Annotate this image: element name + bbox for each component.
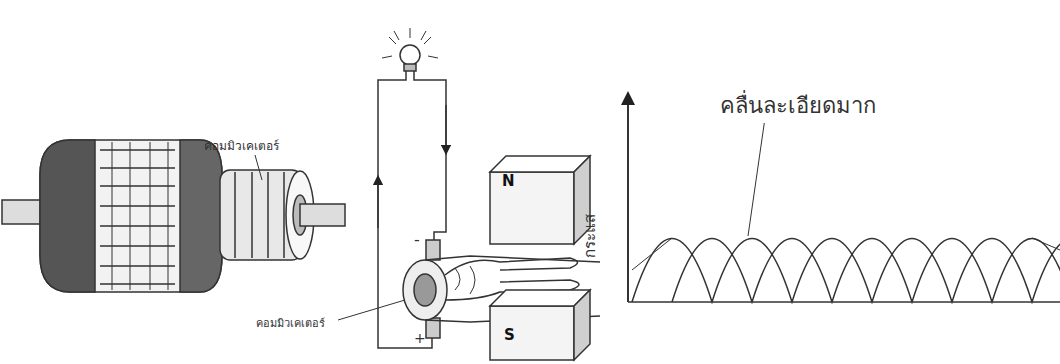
armature-drawing-part (100, 150, 175, 284)
part-label: คอมมิวเคเตอร์ (204, 136, 279, 155)
current-graph-part (632, 238, 1060, 270)
bulb-circuit-part (445, 105, 447, 150)
armature-drawing-part (235, 172, 284, 258)
bulb-circuit-part (414, 71, 446, 240)
axis-label: กระแส (578, 214, 602, 258)
armature-drawing-part (180, 140, 222, 292)
armature-drawing-part (255, 155, 262, 180)
armature-drawing-part (112, 142, 168, 290)
bulb-circuit-part (404, 64, 416, 71)
bulb-circuit-part (403, 260, 447, 320)
bulb-circuit-part (382, 28, 438, 58)
bulb-circuit-part (455, 266, 475, 294)
current-graph-part (627, 98, 629, 302)
wave-label: คลื่นละเอียดมาก (720, 88, 876, 123)
armature-drawing (2, 140, 345, 292)
polarity-sign: + (414, 330, 426, 346)
bulb-circuit-part (414, 274, 436, 306)
armature-drawing-part (300, 204, 345, 226)
polarity-sign: - (414, 230, 420, 249)
bulb-circuit-part (377, 180, 379, 228)
current-graph (628, 98, 1060, 302)
magnet-block-outline (490, 156, 590, 244)
magnet-block-outline (490, 290, 590, 360)
current-graph-part (628, 301, 1060, 303)
part-label: คอมมิวเคเตอร์ (256, 314, 325, 332)
pole-letter: N (502, 172, 515, 190)
armature-drawing-part (2, 200, 44, 224)
block-front (490, 172, 574, 244)
magnet-pole: S (490, 290, 590, 360)
bulb-circuit-part (400, 45, 420, 65)
bulb-circuit (338, 28, 600, 348)
block-side (574, 290, 590, 360)
armature-drawing-part (40, 140, 95, 292)
block-top (490, 156, 590, 172)
block-top (490, 290, 590, 306)
current-graph-part (632, 239, 1060, 303)
block-front (490, 306, 574, 360)
current-graph-part (672, 239, 1060, 303)
bulb-circuit-part (426, 240, 440, 260)
armature-drawing-part (40, 140, 222, 292)
current-graph-part (748, 118, 765, 236)
magnet-pole: N (490, 156, 590, 244)
bulb-circuit-part (338, 300, 405, 320)
pole-letter: S (504, 326, 515, 344)
